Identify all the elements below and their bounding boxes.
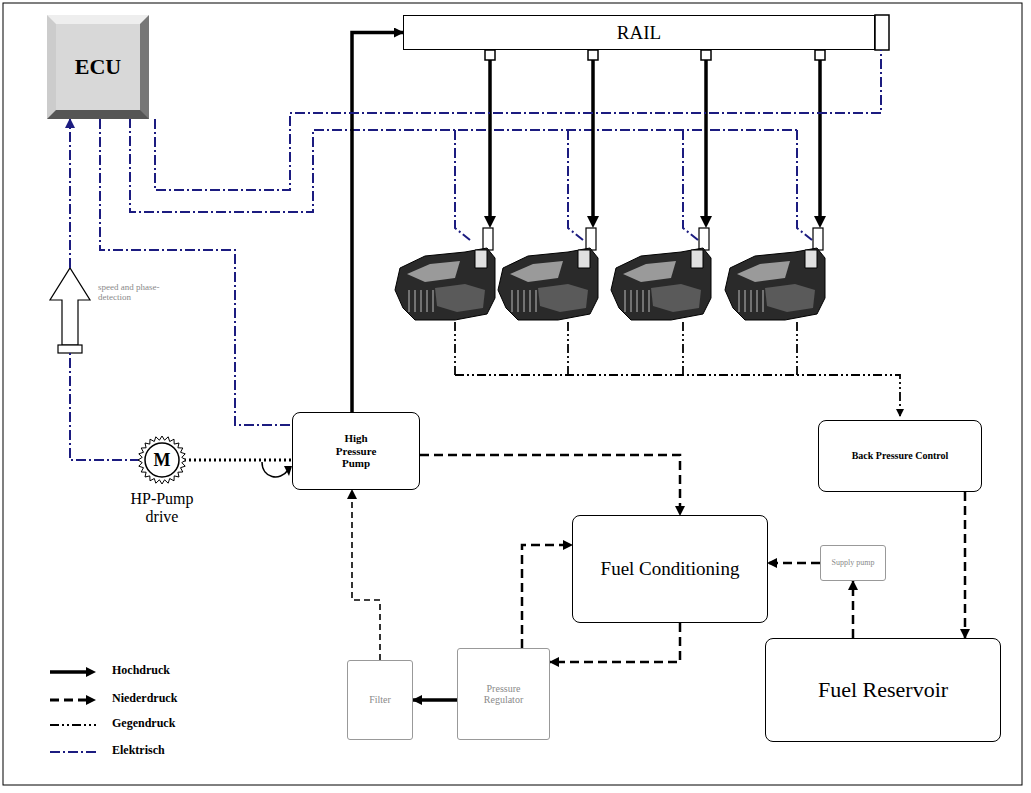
hp-line-head xyxy=(814,216,826,228)
ecu-box: ECU xyxy=(47,15,149,119)
connector-line xyxy=(100,119,292,425)
node-label: Back Pressure Control xyxy=(852,450,949,462)
injector-illustrations xyxy=(395,228,825,320)
flow-connector xyxy=(352,33,403,413)
legend-sample xyxy=(50,724,96,726)
hp-line-head xyxy=(587,216,599,228)
node-label: ECU xyxy=(75,54,121,79)
hp-line-head xyxy=(700,216,712,228)
rail-port xyxy=(485,50,495,60)
supply-pump-box: Supply pump xyxy=(820,545,886,581)
node-label: High Pressure Pump xyxy=(323,432,389,470)
connector-line xyxy=(413,698,457,702)
return-lines xyxy=(455,322,900,416)
node-label: Supply pump xyxy=(832,558,875,567)
legend-text: Elektrisch xyxy=(112,744,165,758)
connector-line xyxy=(352,490,380,660)
flow-connector xyxy=(155,50,881,190)
rail-box: RAIL xyxy=(403,15,875,50)
connector-line xyxy=(352,33,403,413)
frame xyxy=(3,3,1022,785)
legend-sample xyxy=(50,751,96,753)
injector-engine xyxy=(395,228,495,320)
injector-engine xyxy=(611,228,711,320)
flow-connector xyxy=(184,460,292,461)
node-caption: HP-Pump drive xyxy=(120,490,204,527)
injector-wires xyxy=(130,118,812,240)
legend-text: Hochdruck xyxy=(112,664,170,678)
node-label: M xyxy=(154,450,171,471)
flow-connector xyxy=(853,581,854,638)
signal-label: speed and phase-detection xyxy=(98,282,170,303)
regulator-box: Pressure Regulator xyxy=(457,648,550,740)
connector-line xyxy=(184,459,292,462)
node-label: RAIL xyxy=(617,22,661,44)
hp-line xyxy=(704,60,708,222)
node-label: Fuel Conditioning xyxy=(601,558,740,580)
control-box: Back Pressure Control xyxy=(818,420,982,492)
rotation-arrow xyxy=(262,462,288,477)
hollow-arrow xyxy=(50,268,90,345)
rail-port xyxy=(588,50,598,60)
conditioning-box: Fuel Conditioning xyxy=(572,515,768,623)
hp-line-head xyxy=(484,216,496,228)
hp-line xyxy=(591,60,595,222)
connector-line xyxy=(964,492,967,638)
legend-text: Gegendruck xyxy=(112,717,175,731)
legend-sample-head xyxy=(86,667,96,677)
node-label: Fuel Reservoir xyxy=(818,677,948,702)
injector-engine xyxy=(498,228,598,320)
connector-line xyxy=(522,545,572,648)
legend-sample-head xyxy=(86,695,96,705)
motor-circle: MHP-Pump drive xyxy=(140,438,184,482)
legend-sample xyxy=(50,699,88,702)
sensor-symbol xyxy=(58,345,82,353)
rail-end-cap xyxy=(875,15,889,50)
connector-line xyxy=(852,581,855,638)
flow-connector xyxy=(965,492,966,638)
rail-drops xyxy=(484,50,826,228)
flow-connector xyxy=(100,119,292,425)
flow-connector xyxy=(522,545,572,648)
connector-line xyxy=(550,623,680,662)
rail-port xyxy=(701,50,711,60)
node-label: Pressure Regulator xyxy=(469,683,539,706)
flow-connector xyxy=(768,563,820,564)
connector-line xyxy=(768,562,820,565)
injector-engine xyxy=(725,228,825,320)
flow-connector xyxy=(420,455,680,515)
rotation-arrow-head xyxy=(284,466,292,476)
connector-line xyxy=(155,50,881,190)
node-label: Filter xyxy=(369,694,391,706)
pump-box: High Pressure Pump xyxy=(292,412,420,490)
legend-samples xyxy=(50,667,96,752)
flow-connector xyxy=(550,623,680,662)
legend-text: Niederdruck xyxy=(112,692,177,706)
flow-connector xyxy=(413,700,457,701)
hp-line xyxy=(818,60,822,222)
reservoir-box: Fuel Reservoir xyxy=(765,638,1001,742)
legend-sample xyxy=(50,670,88,674)
hp-line xyxy=(488,60,492,222)
filter-box: Filter xyxy=(347,660,413,740)
connector-line xyxy=(420,455,680,515)
rail-port xyxy=(815,50,825,60)
flow-connector xyxy=(352,490,380,660)
